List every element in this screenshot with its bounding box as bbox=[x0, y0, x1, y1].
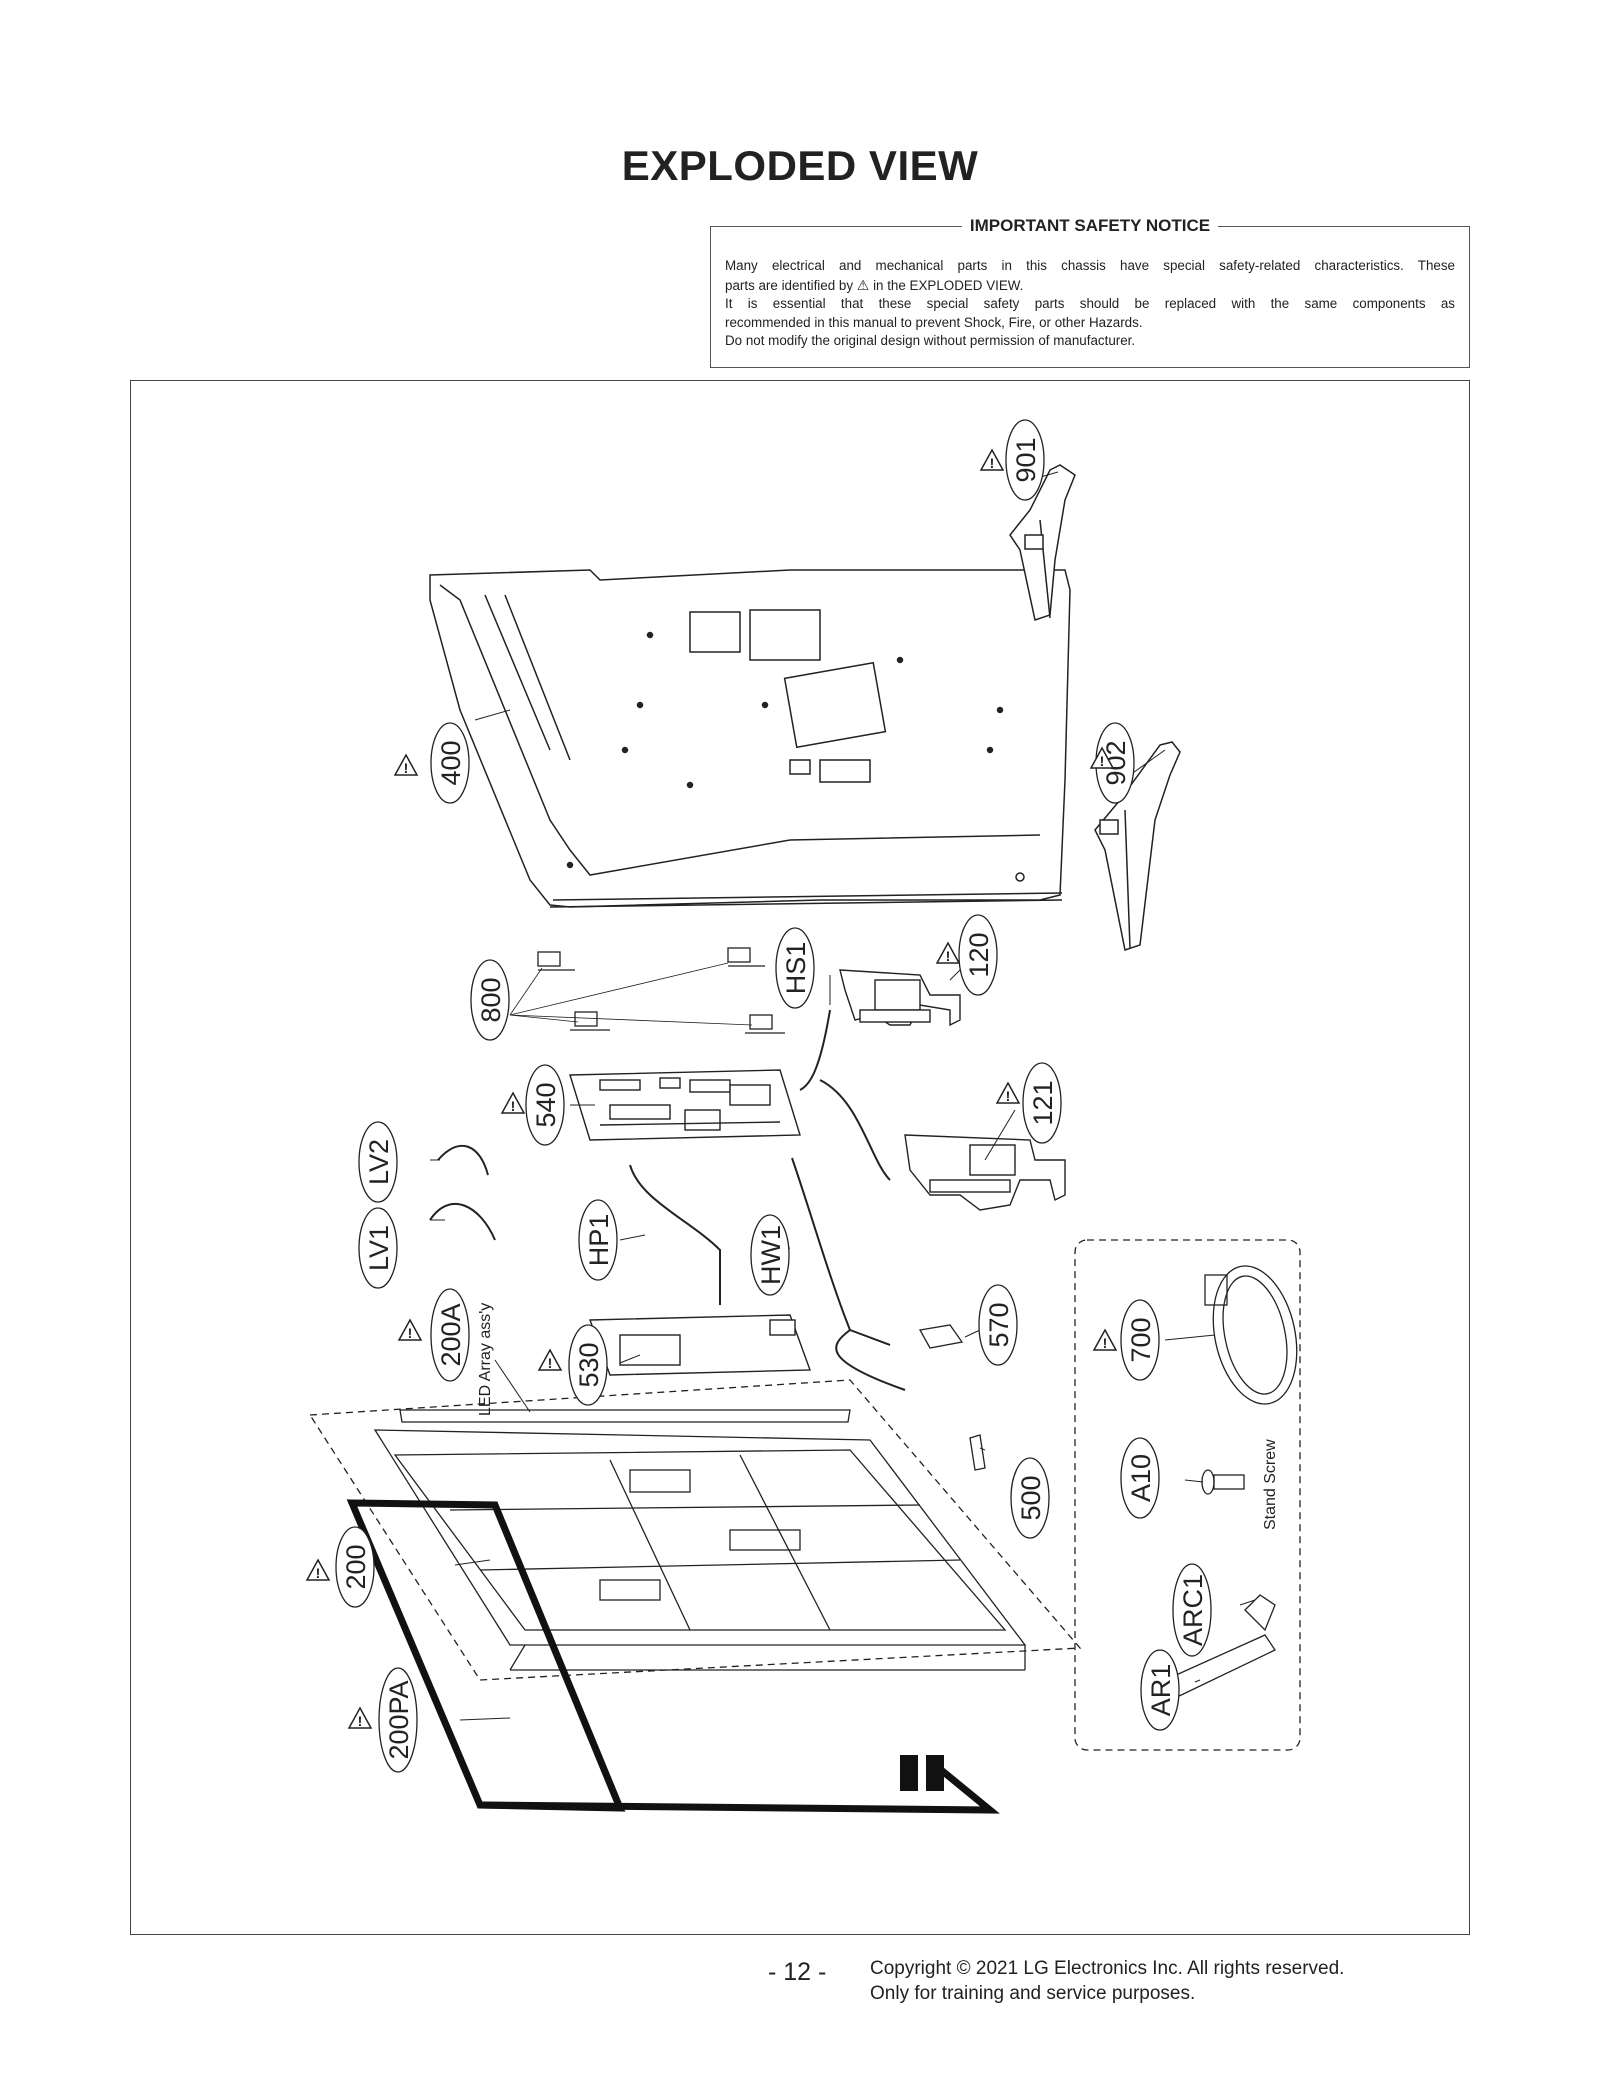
svg-text:200PA: 200PA bbox=[384, 1680, 414, 1759]
svg-text:901: 901 bbox=[1011, 437, 1041, 482]
part-label-200pa: 200PA bbox=[378, 1667, 418, 1773]
svg-text:700: 700 bbox=[1126, 1317, 1156, 1362]
diagram-frame bbox=[130, 380, 1470, 1935]
svg-text:HW1: HW1 bbox=[756, 1225, 786, 1285]
cables-drawing bbox=[429, 1009, 906, 1391]
warning-triangle-icon bbox=[306, 1559, 330, 1582]
stand-screw-label: Stand Screw bbox=[1262, 1439, 1279, 1530]
svg-text:AR1: AR1 bbox=[1146, 1664, 1176, 1717]
part-label-200: 200 bbox=[335, 1526, 375, 1608]
warning-triangle-icon bbox=[394, 754, 418, 777]
svg-text:A10: A10 bbox=[1126, 1454, 1156, 1502]
leader-lines bbox=[430, 471, 1256, 1721]
notice-line-1: Many electrical and mechanical parts in … bbox=[725, 258, 1455, 273]
part-label-hs1: HS1 bbox=[775, 927, 815, 1009]
notice-line-5: Do not modify the original design withou… bbox=[725, 333, 1136, 348]
part-label-400: 400 bbox=[430, 722, 470, 804]
part-label-hp1: HP1 bbox=[578, 1199, 618, 1281]
warning-triangle-icon bbox=[398, 1319, 422, 1342]
svg-text:530: 530 bbox=[574, 1342, 604, 1387]
svg-text:540: 540 bbox=[531, 1082, 561, 1127]
warning-triangle-icon bbox=[501, 1092, 525, 1115]
svg-text:400: 400 bbox=[436, 740, 466, 785]
svg-text:HS1: HS1 bbox=[781, 942, 811, 995]
stand-leg-901-drawing bbox=[1009, 464, 1076, 621]
warning-triangle-icon: ⚠ bbox=[856, 276, 870, 293]
part-label-arc1: ARC1 bbox=[1172, 1563, 1212, 1657]
safety-notice-body: Many electrical and mechanical parts in … bbox=[725, 257, 1455, 351]
part-label-200a: 200A bbox=[430, 1288, 470, 1382]
notice-line-4: recommended in this manual to prevent Sh… bbox=[725, 314, 1143, 330]
part-label-lv2: LV2 bbox=[358, 1121, 398, 1203]
svg-text:800: 800 bbox=[476, 977, 506, 1022]
page-number: - 12 - bbox=[768, 1958, 827, 1986]
ir-board-570-drawing bbox=[918, 1324, 964, 1349]
part-label-901: 901 bbox=[1005, 419, 1045, 501]
power-board-530-drawing bbox=[589, 1314, 811, 1376]
speaker-120-drawing bbox=[839, 969, 961, 1027]
part-label-121: 121 bbox=[1022, 1062, 1062, 1144]
part-label-hw1: HW1 bbox=[750, 1214, 790, 1296]
svg-text:120: 120 bbox=[964, 932, 994, 977]
safety-notice-box: IMPORTANT SAFETY NOTICE Many electrical … bbox=[710, 216, 1470, 368]
svg-text:200A: 200A bbox=[436, 1303, 466, 1366]
warning-triangle-icon bbox=[996, 1082, 1020, 1105]
warning-triangle-icon bbox=[538, 1349, 562, 1372]
svg-text:HP1: HP1 bbox=[584, 1214, 614, 1267]
svg-text:LV2: LV2 bbox=[364, 1139, 394, 1185]
part-label-700: 700 bbox=[1120, 1299, 1160, 1381]
part-label-530: 530 bbox=[568, 1324, 608, 1406]
svg-text:500: 500 bbox=[1016, 1475, 1046, 1520]
part-label-lv1: LV1 bbox=[358, 1207, 398, 1289]
svg-text:LV1: LV1 bbox=[364, 1225, 394, 1271]
main-board-540-drawing bbox=[569, 1069, 801, 1141]
warning-triangle-icon bbox=[348, 1707, 372, 1730]
part-label-120: 120 bbox=[958, 914, 998, 996]
notice-line-2: parts are identified by ⚠ in the EXPLODE… bbox=[725, 276, 1024, 293]
warning-triangle-icon bbox=[980, 449, 1004, 472]
part-label-a10: A10 bbox=[1120, 1437, 1160, 1519]
led-bar-200a-drawing bbox=[399, 1409, 851, 1423]
part-label-570: 570 bbox=[978, 1284, 1018, 1366]
page-title: EXPLODED VIEW bbox=[621, 142, 979, 189]
part-label-800: 800 bbox=[470, 959, 510, 1041]
module-200-drawing bbox=[308, 1379, 1082, 1681]
safety-notice-heading: IMPORTANT SAFETY NOTICE bbox=[961, 216, 1219, 235]
svg-text:121: 121 bbox=[1028, 1080, 1058, 1125]
footer-copyright: Copyright © 2021 LG Electronics Inc. All… bbox=[870, 1958, 1345, 2004]
notice-line-3: It is essential that these special safet… bbox=[725, 296, 1455, 311]
svg-text:ARC1: ARC1 bbox=[1178, 1574, 1208, 1646]
stand-leg-902-drawing bbox=[1094, 741, 1181, 951]
part-label-ar1: AR1 bbox=[1140, 1649, 1180, 1731]
led-array-label: LED Array ass'y bbox=[477, 1303, 494, 1416]
back-cover-drawing bbox=[429, 569, 1071, 908]
key-board-500-drawing bbox=[969, 1434, 986, 1471]
svg-text:570: 570 bbox=[984, 1302, 1014, 1347]
warning-triangle-icon bbox=[1093, 1329, 1117, 1352]
part-label-540: 540 bbox=[525, 1064, 565, 1146]
speaker-121-drawing bbox=[904, 1134, 1066, 1211]
svg-text:200: 200 bbox=[341, 1544, 371, 1589]
warning-triangle-icon bbox=[936, 942, 960, 965]
panel-200pa-drawing bbox=[346, 1499, 1000, 1814]
part-label-500: 500 bbox=[1010, 1457, 1050, 1539]
bracket-800-drawing bbox=[509, 947, 785, 1034]
exploded-view-diagram: ! bbox=[306, 419, 1301, 1814]
